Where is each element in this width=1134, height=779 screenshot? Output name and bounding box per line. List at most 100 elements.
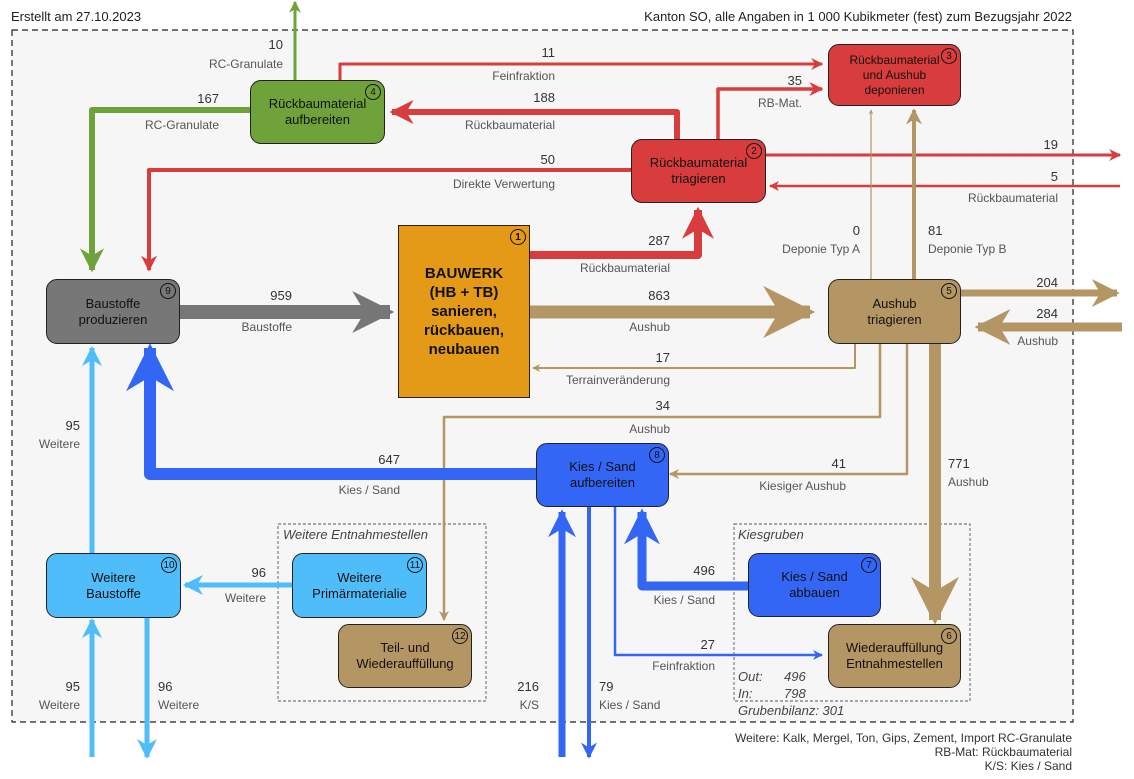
node-label: BAUWERK(HB + TB)sanieren,rückbauen,neuba… — [423, 265, 505, 358]
flow-label: K/S — [520, 698, 539, 712]
flow-label: Baustoffe — [242, 320, 293, 334]
flow-label: RB-Mat. — [758, 96, 802, 110]
flow-value: 863 — [648, 288, 670, 303]
flow-label: Direkte Verwertung — [453, 177, 555, 191]
flow-label: Weitere — [39, 437, 80, 451]
flow-2-9 — [141, 168, 631, 272]
flow-label: Feinfraktion — [492, 69, 555, 83]
flow-value: 188 — [533, 90, 555, 105]
flow-5-8 — [669, 344, 909, 479]
node-number-badge: 9 — [160, 283, 176, 299]
flow-value: 5 — [1051, 169, 1058, 184]
flow-4-9-rc — [80, 107, 250, 273]
flow-value: 204 — [1036, 275, 1058, 290]
flow-value: 27 — [701, 637, 715, 652]
flow-1-2 — [530, 206, 714, 259]
created-date: Erstellt am 27.10.2023 — [11, 9, 142, 24]
flow-5-1 — [532, 344, 856, 372]
node-number-badge: 1 — [510, 229, 526, 245]
flow-value: 959 — [270, 288, 292, 303]
legend-item-weitere: Weitere: Kalk, Mergel, Ton, Gips, Zement… — [734, 731, 1072, 745]
system-boundary — [11, 29, 1074, 723]
group-weitere-entnahmestellen — [277, 523, 487, 702]
flow-value: 167 — [197, 91, 219, 106]
flow-label: Weitere — [225, 591, 266, 605]
flow-label: Rückbaumaterial — [968, 191, 1058, 205]
bilanz-out-value: 496 — [784, 669, 806, 684]
group-label-kiesgruben: Kiesgruben — [738, 527, 804, 542]
node-number-badge: 5 — [941, 283, 957, 299]
flow-value: 95 — [66, 418, 80, 433]
node-number-badge: 2 — [746, 143, 762, 159]
node-number-badge: 8 — [649, 447, 665, 463]
flow-4-3-feinfraktion — [338, 58, 824, 81]
flow-value: 216 — [517, 679, 539, 694]
flow-label: Kies / Sand — [339, 483, 400, 497]
flow-label: Kies / Sand — [654, 593, 715, 607]
flow-value: 19 — [1044, 137, 1058, 152]
flow-value: 34 — [656, 398, 670, 413]
legend-item-rbmat: RB-Mat: Rückbaumaterial — [934, 745, 1072, 759]
node-number-badge: 6 — [941, 628, 957, 644]
flow-label: Deponie Typ A — [782, 242, 860, 256]
flow-value: 771 — [948, 456, 970, 471]
node-1-bauwerk[interactable]: 1 BAUWERK(HB + TB)sanieren,rückbauen,neu… — [398, 225, 530, 398]
flow-value: 287 — [648, 233, 670, 248]
flow-label: Kies / Sand — [599, 698, 660, 712]
flow-label: Aushub — [948, 475, 989, 489]
legend: Weitere: Kalk, Mergel, Ton, Gips, Zement… — [735, 731, 1072, 773]
flow-label: Aushub — [629, 422, 670, 436]
flow-value: 95 — [66, 679, 80, 694]
node-number-badge: 10 — [161, 557, 177, 573]
flow-label: Terrainveränderung — [566, 373, 670, 387]
flow-8-9 — [126, 343, 536, 480]
node-number-badge: 11 — [407, 557, 423, 573]
flow-label: Kiesiger Aushub — [759, 479, 846, 493]
flow-value: 284 — [1036, 306, 1058, 321]
node-number-badge: 3 — [941, 48, 957, 64]
flow-value: 647 — [378, 452, 400, 467]
flow-5-12 — [439, 344, 882, 621]
diagram-subtitle: Kanton SO, alle Angaben in 1 000 Kubikme… — [644, 9, 1072, 24]
flow-value: 17 — [656, 350, 670, 365]
flow-value: 81 — [928, 223, 942, 238]
flow-value: 0 — [853, 223, 860, 238]
flow-label: Weitere — [39, 698, 80, 712]
flow-label: Feinfraktion — [652, 659, 715, 673]
bilanz-in-label: In: — [738, 686, 753, 701]
flow-value: 496 — [693, 563, 715, 578]
flow-value: 96 — [158, 679, 172, 694]
flow-label: Rückbaumaterial — [580, 261, 670, 275]
flow-value: 96 — [252, 565, 266, 580]
flow-label: Aushub — [1017, 334, 1058, 348]
node-number-badge: 4 — [365, 84, 381, 100]
flow-value: 50 — [541, 152, 555, 167]
flow-label: RC-Granulate — [209, 57, 283, 71]
flow-value: 79 — [599, 679, 613, 694]
flow-value: 35 — [788, 73, 802, 88]
flow-label: Rückbaumaterial — [465, 118, 555, 132]
